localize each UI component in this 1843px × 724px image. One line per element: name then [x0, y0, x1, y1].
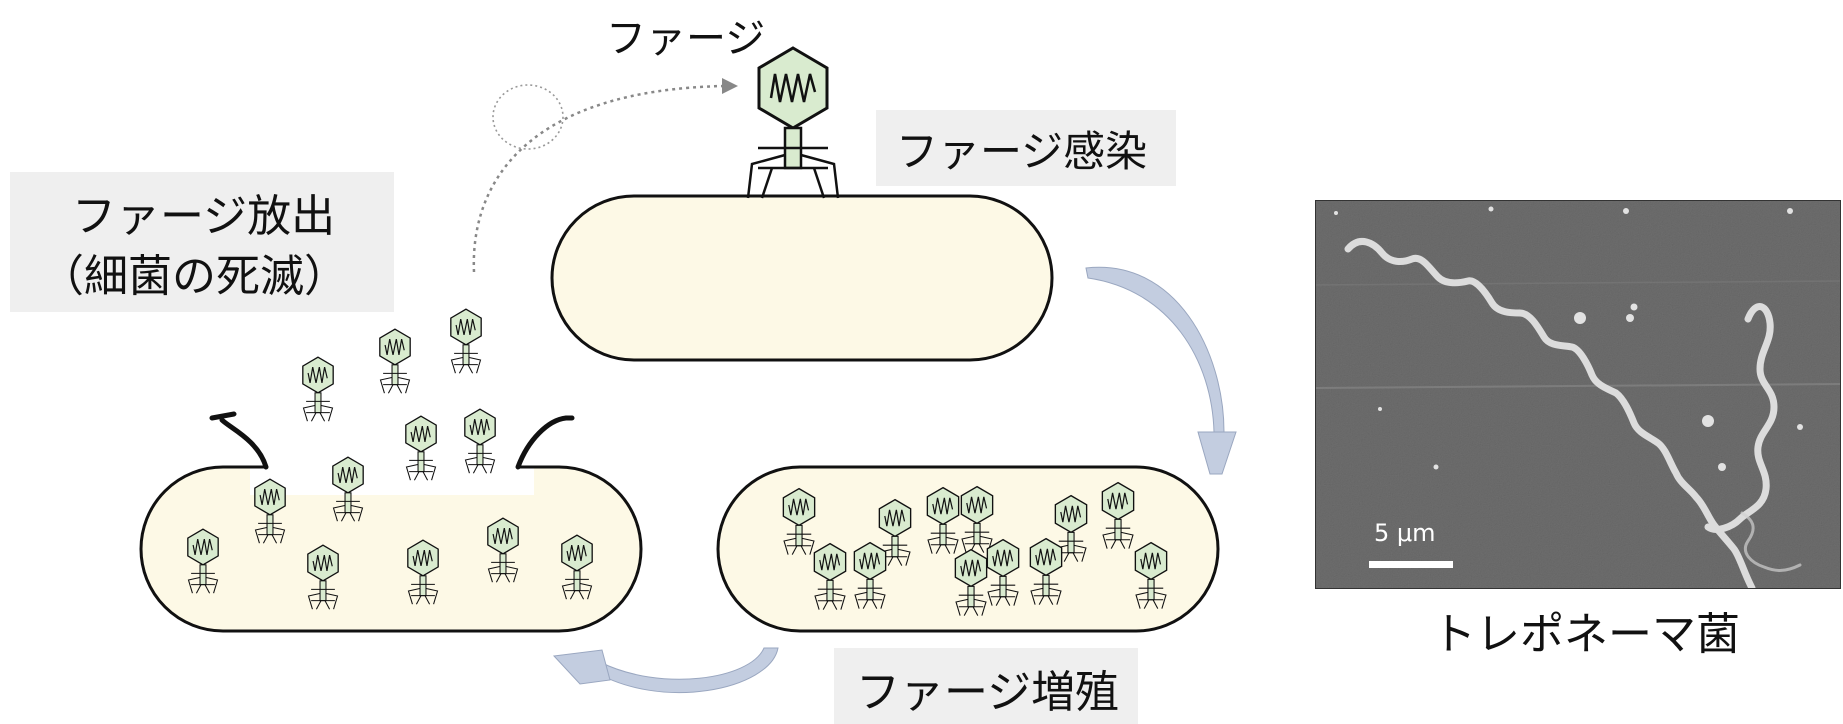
scale-bar-label: 5 μm: [1374, 519, 1436, 547]
replication-label-box: [834, 648, 1138, 724]
lysed-cell-wall: [139, 465, 643, 633]
infecting-phage: [746, 46, 840, 199]
release-dotted-arrow: [472, 78, 738, 273]
cycle-arrow-infection-to-replication: [1085, 266, 1225, 433]
bacterium-cell-replication: [716, 465, 1220, 633]
lysed-cell-flap-right: [515, 415, 575, 470]
release-label-line2: （細菌の死滅）: [40, 251, 348, 302]
cycle-arrow-replication-to-release: [591, 647, 779, 694]
infection-label: ファージ感染: [896, 127, 1148, 176]
spirochete-2: [1704, 303, 1802, 572]
release-label-box: [10, 172, 394, 312]
particles: [1334, 206, 1803, 471]
sem-micrograph: 5 μm: [1315, 200, 1841, 589]
release-label-line1: ファージ放出: [72, 191, 336, 242]
treponema-label: トレポネーマ菌: [1432, 609, 1740, 660]
spirochete-1: [1344, 237, 1756, 588]
bacterium-cell-top: [550, 194, 1054, 362]
scale-bar: [1369, 561, 1453, 568]
infection-label-box: [876, 110, 1176, 186]
replication-label: ファージ増殖: [856, 667, 1120, 718]
phage-label: ファージ: [606, 16, 766, 62]
lysed-cell-flap-left: [209, 411, 269, 470]
